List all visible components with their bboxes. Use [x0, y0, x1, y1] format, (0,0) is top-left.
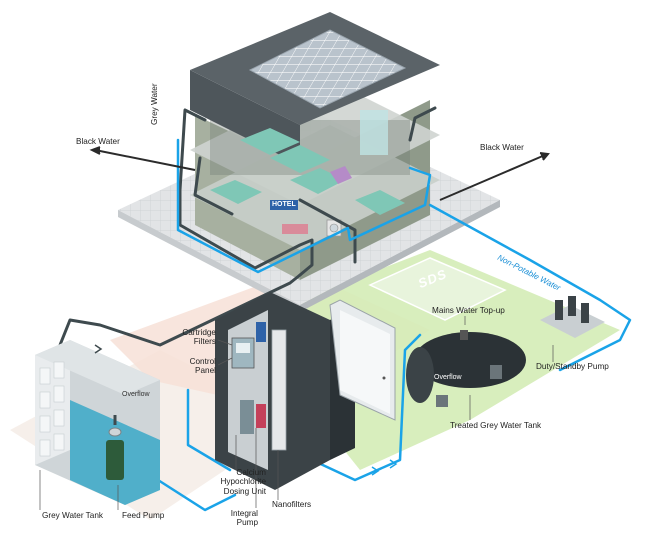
flow-arrows — [94, 344, 398, 476]
integral-pump — [256, 404, 266, 428]
non-potable-pipes — [138, 138, 632, 512]
grey-water-pipes — [58, 106, 437, 347]
door — [329, 299, 396, 421]
label-grey-water-tank: Grey Water Tank — [42, 511, 103, 520]
duty-standby-pump-set — [540, 296, 605, 338]
label-mains-water-top-up: Mains Water Top-up — [432, 306, 505, 315]
solar-array — [248, 29, 407, 109]
leader-lines — [39, 316, 554, 510]
label-overflow-left: Overflow — [122, 391, 150, 398]
treated-grey-water-tank — [406, 330, 526, 407]
label-treated-grey-water-tank: Treated Grey Water Tank — [450, 421, 542, 430]
nanofilter-column — [271, 329, 287, 451]
black-water-lines — [89, 146, 550, 201]
label-calcium-hypochlorite-dosing-unit: Calcium Hypochlorite Dosing Unit — [220, 468, 266, 496]
label-black-water-left: Black Water — [76, 137, 120, 146]
label-duty-standby-pump: Duty/Standby Pump — [536, 362, 609, 371]
label-feed-pump: Feed Pump — [122, 511, 165, 520]
logo-panel — [368, 257, 507, 321]
label-cartridge-filters: Cartridge Filters — [182, 328, 216, 347]
label-overflow-right: Overflow — [434, 374, 462, 381]
house-base-slab-edge-right — [300, 200, 500, 312]
label-grey-water: Grey Water — [150, 83, 159, 125]
label-control-panel: Control Panel — [189, 357, 216, 376]
house-base-slab-edge — [118, 210, 300, 312]
feed-pump — [106, 440, 124, 480]
grey-water-tank — [35, 340, 160, 505]
label-nanofilters: Nanofilters — [272, 500, 312, 509]
cartridge-filters — [256, 322, 266, 342]
label-integral-pump: Integral Pump — [230, 509, 258, 528]
hotel-sign: HOTEL — [270, 200, 298, 211]
dosing-unit — [240, 400, 254, 434]
label-black-water-right: Black Water — [480, 143, 524, 152]
